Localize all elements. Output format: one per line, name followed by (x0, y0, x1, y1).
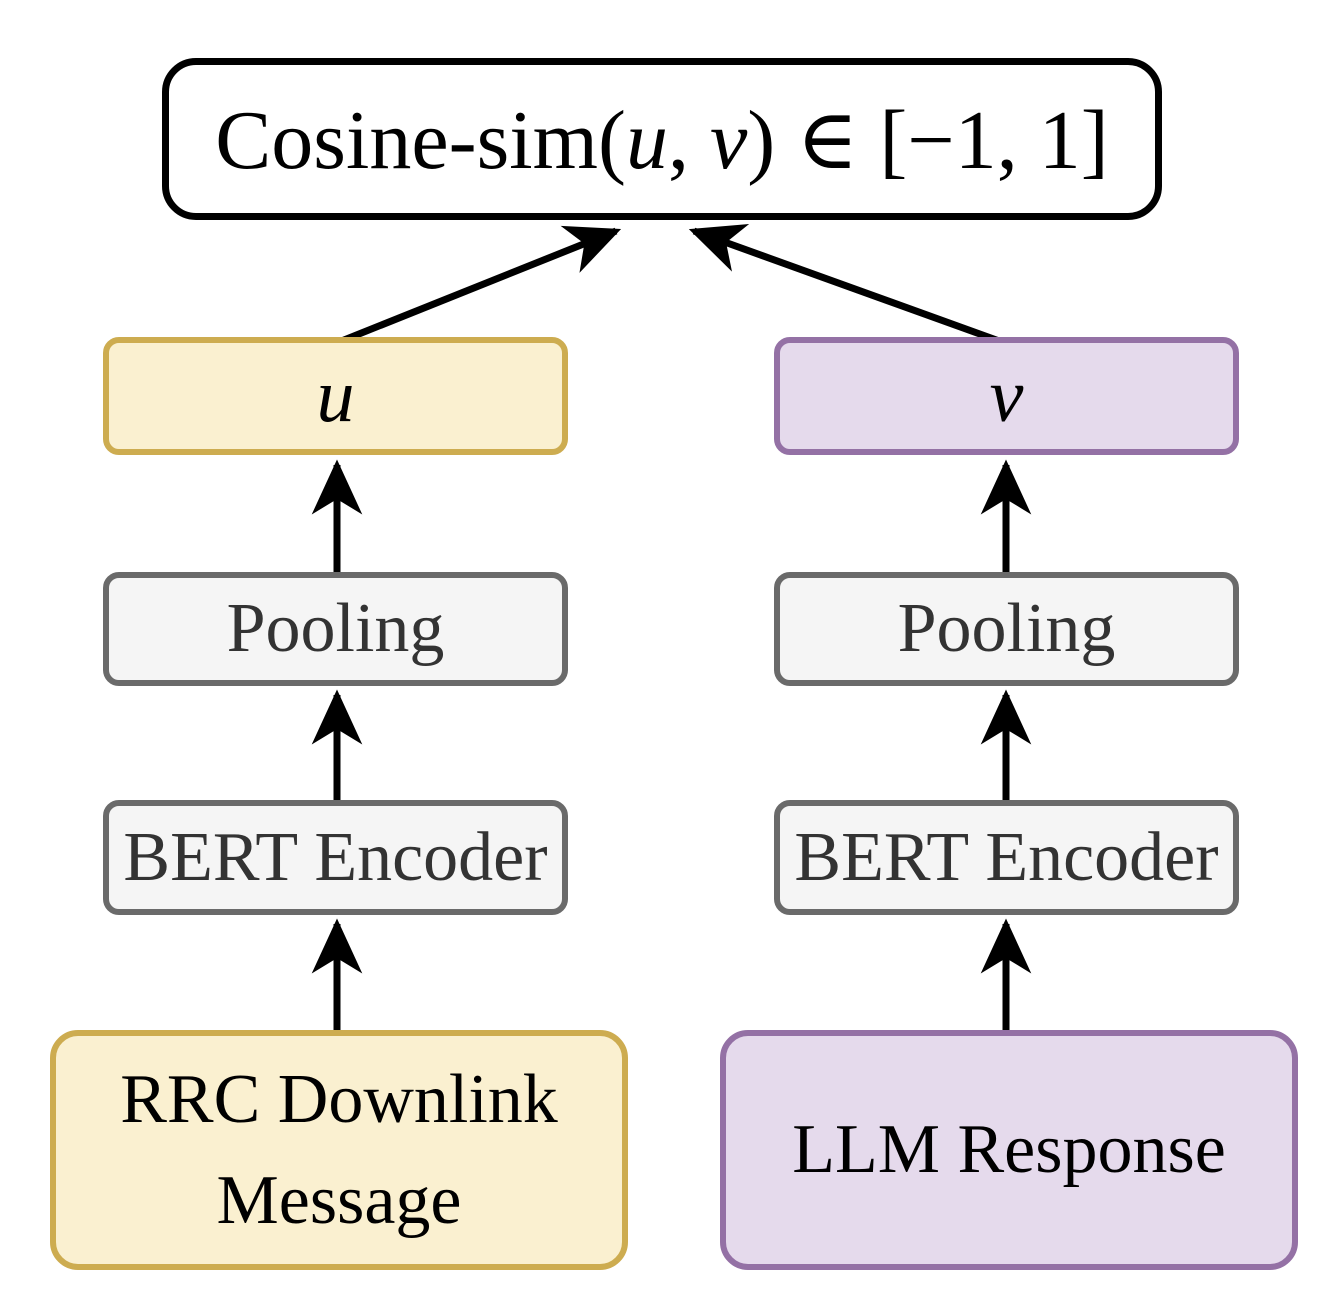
bert-encoder-box-right: BERT Encoder (774, 800, 1239, 915)
bert-encoder-box-left: BERT Encoder (103, 800, 568, 915)
formula-separator: , (667, 93, 710, 187)
pooling-label-left: Pooling (226, 590, 445, 667)
u-embedding-box: u (103, 337, 568, 455)
rrc-downlink-message-box: RRC Downlink Message (50, 1030, 628, 1270)
formula-u: u (625, 93, 668, 187)
v-embedding-box: v (774, 337, 1239, 455)
bert-encoder-label-left: BERT Encoder (123, 818, 548, 896)
pooling-box-right: Pooling (774, 572, 1239, 686)
formula-suffix: ) ∈ [−1, 1] (747, 93, 1109, 187)
u-embedding-label: u (316, 353, 355, 438)
cosine-similarity-box: Cosine-sim(u, v) ∈ [−1, 1] (162, 58, 1162, 220)
arrow-v-to-cosine (688, 223, 1004, 346)
llm-response-label: LLM Response (792, 1111, 1226, 1189)
formula-text: Cosine-sim(u, v) ∈ [−1, 1] (215, 90, 1108, 189)
rrc-downlink-message-label: RRC Downlink Message (120, 1060, 558, 1240)
pooling-box-left: Pooling (103, 572, 568, 686)
formula-v: v (709, 93, 748, 187)
llm-response-box: LLM Response (720, 1030, 1298, 1270)
bert-encoder-label-right: BERT Encoder (794, 818, 1219, 896)
v-embedding-label: v (989, 353, 1024, 438)
arrow-u-to-cosine (337, 225, 622, 346)
pooling-label-right: Pooling (897, 590, 1116, 667)
formula-prefix: Cosine-sim( (215, 93, 626, 187)
